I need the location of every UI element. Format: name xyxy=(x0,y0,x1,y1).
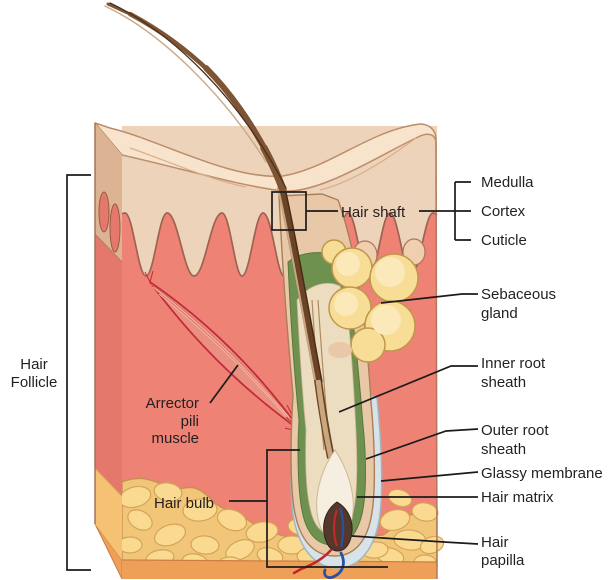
label-medulla: Medulla xyxy=(481,174,534,191)
label-inner-root-sheath: Inner root sheath xyxy=(481,355,546,391)
label-cortex: Cortex xyxy=(481,203,526,220)
hair-bulb-bracket xyxy=(266,449,388,568)
label-hair-matrix: Hair matrix xyxy=(481,489,554,506)
sebaceous-gland-shape xyxy=(321,238,426,363)
inner-root-sheath-leader xyxy=(338,365,478,413)
block-left-face xyxy=(94,123,123,560)
label-outer-root-sheath: Outer root sheath xyxy=(481,422,549,458)
hair-shaft-strand xyxy=(104,2,287,194)
medulla-cortex-cuticle-bracket xyxy=(454,181,471,241)
glassy-membrane-leader xyxy=(380,471,479,482)
hair-papilla-shape xyxy=(323,501,353,552)
label-hair-shaft: Hair shaft xyxy=(341,204,406,221)
hair-root xyxy=(277,186,335,459)
papilla-blood-vessels xyxy=(292,548,345,579)
annotation-lines xyxy=(66,174,479,571)
hair-papilla-leader xyxy=(351,535,479,545)
fat-lobules xyxy=(117,482,445,572)
sebaceous-gland-leader xyxy=(380,293,478,304)
block-right-edge xyxy=(435,141,438,580)
label-sebaceous-gland: Sebaceous gland xyxy=(481,286,557,322)
arrector-pili-leader xyxy=(209,364,239,404)
label-cuticle: Cuticle xyxy=(481,232,527,249)
label-arrector-pili-muscle: Arrector pili muscle xyxy=(145,395,199,447)
label-glassy-membrane: Glassy membrane xyxy=(481,465,603,482)
label-hair-follicle: Hair Follicle xyxy=(10,356,58,391)
label-hair-papilla: Hair papilla xyxy=(481,534,525,569)
hair-follicle-bracket xyxy=(66,174,91,571)
label-hair-bulb: Hair bulb xyxy=(154,495,215,512)
outer-root-sheath-leader xyxy=(365,428,479,460)
